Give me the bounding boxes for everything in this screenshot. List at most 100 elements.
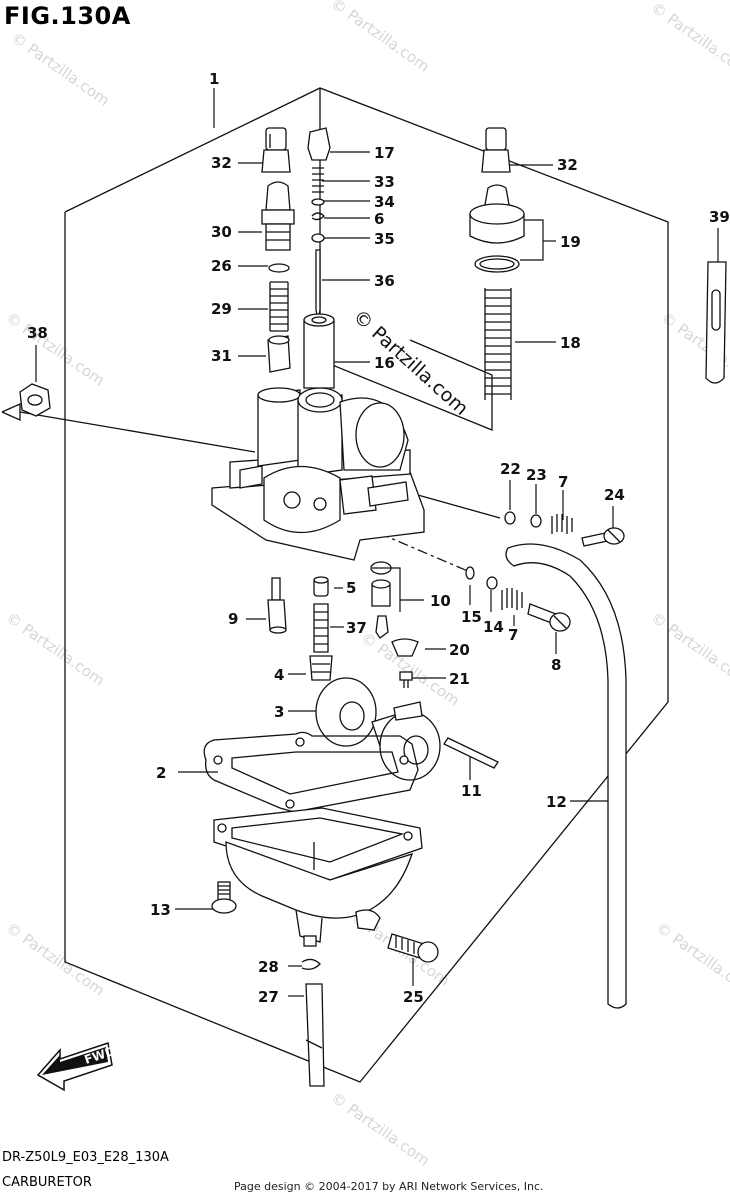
callout-6: 6 — [374, 210, 384, 228]
cable-cap-left — [261, 127, 291, 173]
callout-15: 15 — [461, 608, 482, 626]
needle-jet — [313, 603, 329, 653]
drain-hose — [305, 983, 325, 1087]
float — [315, 677, 441, 781]
callout-2: 2 — [156, 764, 166, 782]
valve-plate — [391, 638, 419, 657]
watermark: © Partzilla.com — [648, 609, 730, 690]
carburetor-body — [211, 387, 425, 561]
needle-jet-holder — [313, 576, 329, 597]
overflow-hose — [505, 543, 627, 1009]
watermark: © Partzilla.com — [653, 919, 730, 1000]
callout-11: 11 — [461, 782, 482, 800]
watermark: © Partzilla.com — [3, 309, 108, 390]
callout-19: 19 — [560, 233, 581, 251]
callout-26: 26 — [211, 257, 232, 275]
callout-27: 27 — [258, 988, 279, 1006]
callout-34: 34 — [374, 193, 395, 211]
callout-37: 37 — [346, 619, 367, 637]
valve-spring — [484, 288, 512, 400]
callout-3: 3 — [274, 703, 284, 721]
plate-screw — [399, 671, 413, 688]
callout-35: 35 — [374, 230, 395, 248]
needle-seat — [311, 233, 325, 243]
fig-title: FIG.130A — [4, 2, 131, 30]
screw-spring-lower — [501, 588, 523, 610]
washer — [268, 263, 290, 273]
callout-21: 21 — [449, 670, 470, 688]
pilot-screw — [581, 527, 625, 547]
callout-7-upper: 7 — [558, 473, 568, 491]
throttle-stop-screw — [527, 603, 571, 632]
callout-24: 24 — [604, 486, 625, 504]
callout-39: 39 — [709, 208, 730, 226]
hex-nut — [19, 383, 51, 417]
parts — [19, 127, 727, 1087]
callout-28: 28 — [258, 958, 279, 976]
cable-cap-right — [481, 127, 511, 173]
needle-retainer — [307, 127, 331, 161]
callout-36: 36 — [374, 272, 395, 290]
main-jet — [309, 655, 333, 681]
callout-23: 23 — [526, 466, 547, 484]
callout-30: 30 — [211, 223, 232, 241]
cable-adjuster — [261, 181, 295, 251]
watermark: © Partzilla.com — [328, 0, 433, 76]
callout-18: 18 — [560, 334, 581, 352]
leader-lines — [35, 88, 719, 997]
o-ring-15 — [465, 566, 475, 580]
callout-7-lower: 7 — [508, 626, 518, 644]
fwd-arrow: FWD — [36, 1042, 117, 1092]
model-code: DR-Z50L9_E03_E28_130A — [2, 1150, 169, 1165]
callout-31: 31 — [211, 347, 232, 365]
jet-needle — [315, 249, 321, 321]
watermark: © Partzilla.com — [648, 0, 730, 80]
callout-9: 9 — [228, 610, 238, 628]
needle-holder — [267, 335, 291, 373]
throttle-valve — [303, 313, 335, 397]
page-credit: Page design © 2004-2017 by ARI Network S… — [234, 1180, 544, 1193]
watermark: © Partzilla.com — [8, 29, 113, 110]
o-ring — [474, 255, 520, 273]
callout-33: 33 — [374, 173, 395, 191]
watermark: © Partzilla.com — [3, 919, 108, 1000]
mixing-chamber-top — [469, 184, 525, 273]
screw-spring-upper — [551, 514, 573, 534]
callout-20: 20 — [449, 641, 470, 659]
throttle-spring — [269, 281, 289, 332]
callout-16: 16 — [374, 354, 395, 372]
callout-13: 13 — [150, 901, 171, 919]
float-chamber — [213, 807, 423, 947]
small-spring — [312, 167, 324, 193]
callout-25: 25 — [403, 988, 424, 1006]
callout-10: 10 — [430, 592, 451, 610]
pilot-jet — [267, 577, 287, 634]
callout-numbers: 1 32 30 26 29 31 17 33 34 6 35 36 16 32 … — [27, 70, 730, 1006]
float-needle-valve — [370, 561, 392, 639]
chamber-screw — [211, 881, 237, 914]
small-washer — [311, 198, 325, 206]
e-clip — [311, 212, 325, 221]
float-chamber-gasket — [203, 731, 419, 813]
washer-14 — [486, 576, 498, 590]
callout-17: 17 — [374, 144, 395, 162]
callout-22: 22 — [500, 460, 521, 478]
callout-5: 5 — [346, 579, 356, 597]
o-ring-small — [504, 511, 516, 525]
callout-29: 29 — [211, 300, 232, 318]
washer-small — [530, 514, 542, 528]
float-pin — [443, 737, 499, 769]
watermark: © Partzilla.com — [3, 609, 108, 690]
callout-8: 8 — [551, 656, 561, 674]
drain-screw — [387, 933, 439, 963]
watermark: © Partzilla.com — [328, 1089, 433, 1170]
callout-12: 12 — [546, 793, 567, 811]
hose-clip — [301, 958, 321, 970]
callout-4: 4 — [274, 666, 284, 684]
section-name: CARBURETOR — [2, 1175, 92, 1190]
callout-1: 1 — [209, 70, 219, 88]
callout-14: 14 — [483, 618, 504, 636]
callout-32-right: 32 — [557, 156, 578, 174]
callout-38: 38 — [27, 324, 48, 342]
